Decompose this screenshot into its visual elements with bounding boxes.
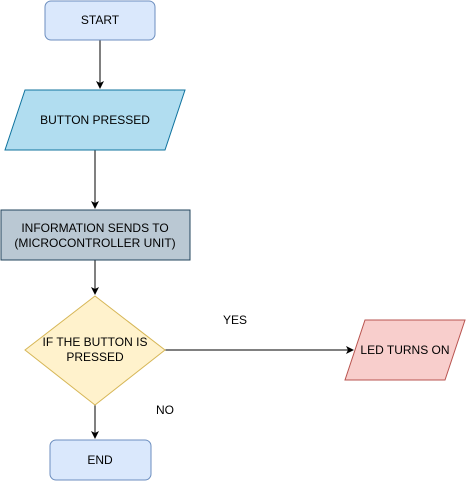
decision-label-line1: IF THE BUTTON IS [43, 335, 148, 349]
end-label: END [87, 453, 113, 467]
button-pressed-shape [4, 89, 186, 151]
node-info-sends[interactable]: INFORMATION SENDS TO (MICROCONTROLLER UN… [0, 209, 191, 261]
start-label: START [81, 13, 120, 27]
edge-label-no: NO [156, 403, 174, 417]
edge-label-yes: YES [223, 313, 247, 327]
info-sends-label-line2: (MICROCONTROLLER UNIT) [14, 236, 175, 250]
end-shape [49, 439, 152, 481]
decision-label-line2: PRESSED [66, 350, 124, 364]
info-sends-shape [0, 209, 191, 261]
led-on-shape [344, 319, 466, 381]
button-pressed-label: BUTTON PRESSED [40, 113, 150, 127]
start-shape [44, 0, 156, 41]
node-start[interactable]: START [44, 0, 156, 41]
node-decision[interactable]: IF THE BUTTON IS PRESSED [24, 295, 166, 406]
node-end[interactable]: END [49, 439, 152, 481]
info-sends-label-line1: INFORMATION SENDS TO [21, 221, 168, 235]
decision-shape [24, 295, 166, 406]
led-on-label: LED TURNS ON [360, 343, 449, 357]
node-led-on[interactable]: LED TURNS ON [344, 319, 466, 381]
node-button-pressed[interactable]: BUTTON PRESSED [4, 89, 186, 151]
